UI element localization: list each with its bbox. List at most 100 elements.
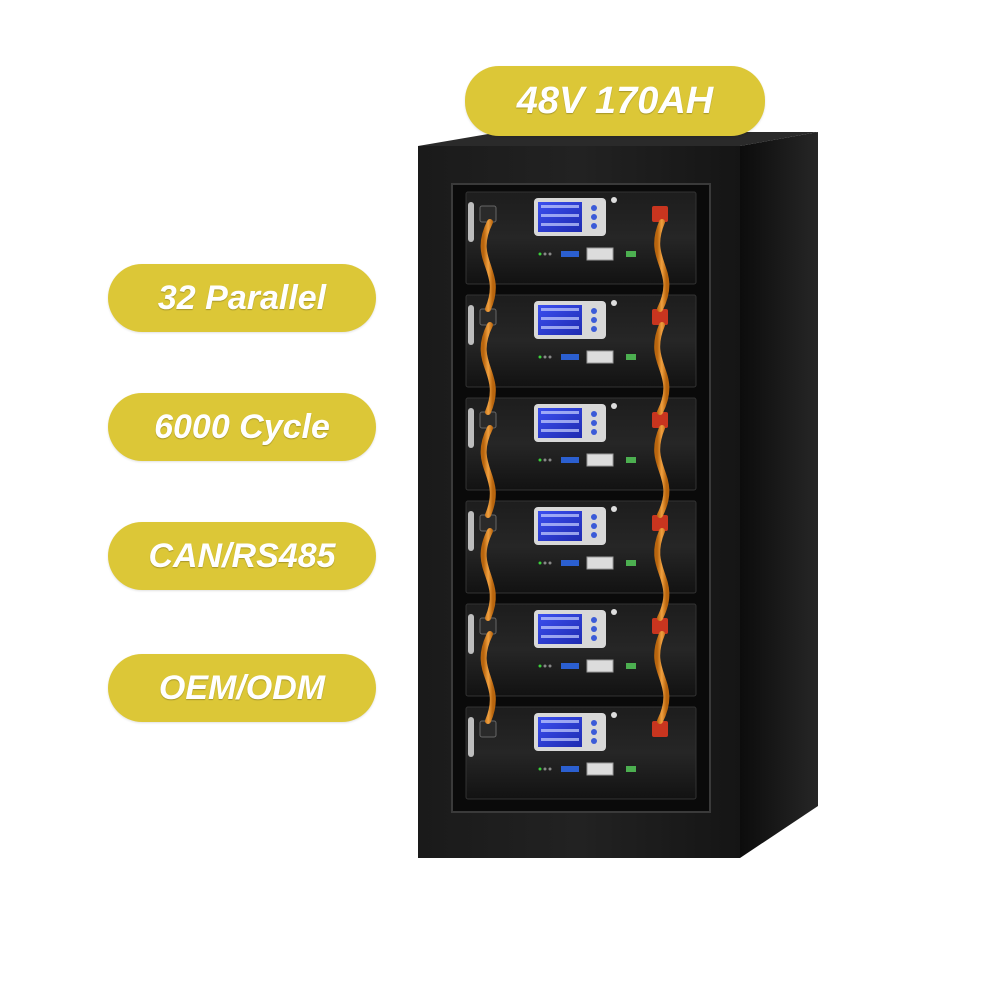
module-handle: [468, 202, 474, 242]
module-panel: [465, 500, 697, 594]
orange-cable: [480, 631, 496, 724]
lcd-line: [541, 729, 579, 732]
status-led: [538, 664, 542, 668]
battery-module: [465, 706, 697, 800]
cabinet-side: [740, 132, 818, 858]
positive-terminal: [652, 309, 668, 325]
lcd-button: [591, 532, 597, 538]
lcd-button: [591, 317, 597, 323]
status-led: [548, 664, 552, 668]
cycle-badge: 6000 Cycle: [108, 393, 376, 461]
lcd-line: [541, 617, 579, 620]
status-led: [538, 252, 542, 256]
ethernet-port-icon: [586, 556, 614, 570]
battery-module: [465, 397, 697, 491]
lcd-line: [541, 720, 579, 723]
terminal-block: [626, 354, 636, 360]
positive-terminal: [652, 515, 668, 531]
lcd-line: [541, 420, 579, 423]
positive-terminal: [652, 412, 668, 428]
orange-cable: [654, 425, 670, 518]
status-led: [543, 252, 547, 256]
positive-terminal: [652, 618, 668, 634]
positive-terminal: [652, 721, 668, 737]
lcd-button: [591, 308, 597, 314]
oem-badge: OEM/ODM: [108, 654, 376, 722]
status-led: [538, 561, 542, 565]
battery-module: [465, 191, 697, 285]
battery-module: [465, 500, 697, 594]
terminal-block: [626, 560, 636, 566]
lcd-button: [591, 514, 597, 520]
capacity-badge: 48V 170AH: [465, 66, 765, 136]
power-button-icon: [611, 609, 617, 615]
module-panel: [465, 294, 697, 388]
lcd-line: [541, 317, 579, 320]
lcd-line: [541, 523, 579, 526]
dip-switch: [561, 766, 579, 772]
module-panel: [465, 603, 697, 697]
lcd-button: [591, 411, 597, 417]
module-panel: [465, 706, 697, 800]
lcd-line: [541, 532, 579, 535]
module-handle: [468, 511, 474, 551]
orange-cable: [480, 425, 496, 518]
ethernet-port-icon: [586, 762, 614, 776]
module-handle: [468, 614, 474, 654]
ethernet-port-icon: [586, 659, 614, 673]
lcd-button: [591, 729, 597, 735]
terminal-block: [626, 457, 636, 463]
orange-cable: [480, 219, 496, 312]
lcd-button: [591, 635, 597, 641]
status-led: [543, 458, 547, 462]
lcd-button: [591, 223, 597, 229]
power-button-icon: [611, 403, 617, 409]
lcd-line: [541, 514, 579, 517]
status-led: [543, 561, 547, 565]
lcd-line: [541, 626, 579, 629]
orange-cable: [654, 219, 670, 312]
status-led: [543, 767, 547, 771]
status-led: [548, 355, 552, 359]
module-handle: [468, 305, 474, 345]
status-led: [548, 252, 552, 256]
lcd-line: [541, 223, 579, 226]
lcd-button: [591, 523, 597, 529]
dip-switch: [561, 560, 579, 566]
battery-modules: [465, 191, 697, 800]
ethernet-port-icon: [586, 247, 614, 261]
communication-badge: CAN/RS485: [108, 522, 376, 590]
lcd-line: [541, 411, 579, 414]
orange-cable: [654, 528, 670, 621]
terminal-block: [626, 766, 636, 772]
terminal-block: [626, 251, 636, 257]
lcd-line: [541, 429, 579, 432]
ethernet-port-icon: [586, 453, 614, 467]
positive-terminal: [652, 206, 668, 222]
lcd-button: [591, 617, 597, 623]
negative-terminal: [479, 205, 497, 223]
battery-module: [465, 603, 697, 697]
lcd-line: [541, 214, 579, 217]
lcd-line: [541, 308, 579, 311]
status-led: [548, 561, 552, 565]
dip-switch: [561, 251, 579, 257]
power-button-icon: [611, 712, 617, 718]
dip-switch: [561, 663, 579, 669]
lcd-line: [541, 326, 579, 329]
lcd-button: [591, 738, 597, 744]
orange-cable: [480, 528, 496, 621]
status-led: [548, 458, 552, 462]
power-button-icon: [611, 300, 617, 306]
status-led: [538, 355, 542, 359]
lcd-button: [591, 214, 597, 220]
terminal-block: [626, 663, 636, 669]
orange-cable: [480, 322, 496, 415]
lcd-button: [591, 326, 597, 332]
dip-switch: [561, 354, 579, 360]
orange-cable: [654, 631, 670, 724]
status-led: [538, 458, 542, 462]
status-led: [543, 664, 547, 668]
status-led: [543, 355, 547, 359]
